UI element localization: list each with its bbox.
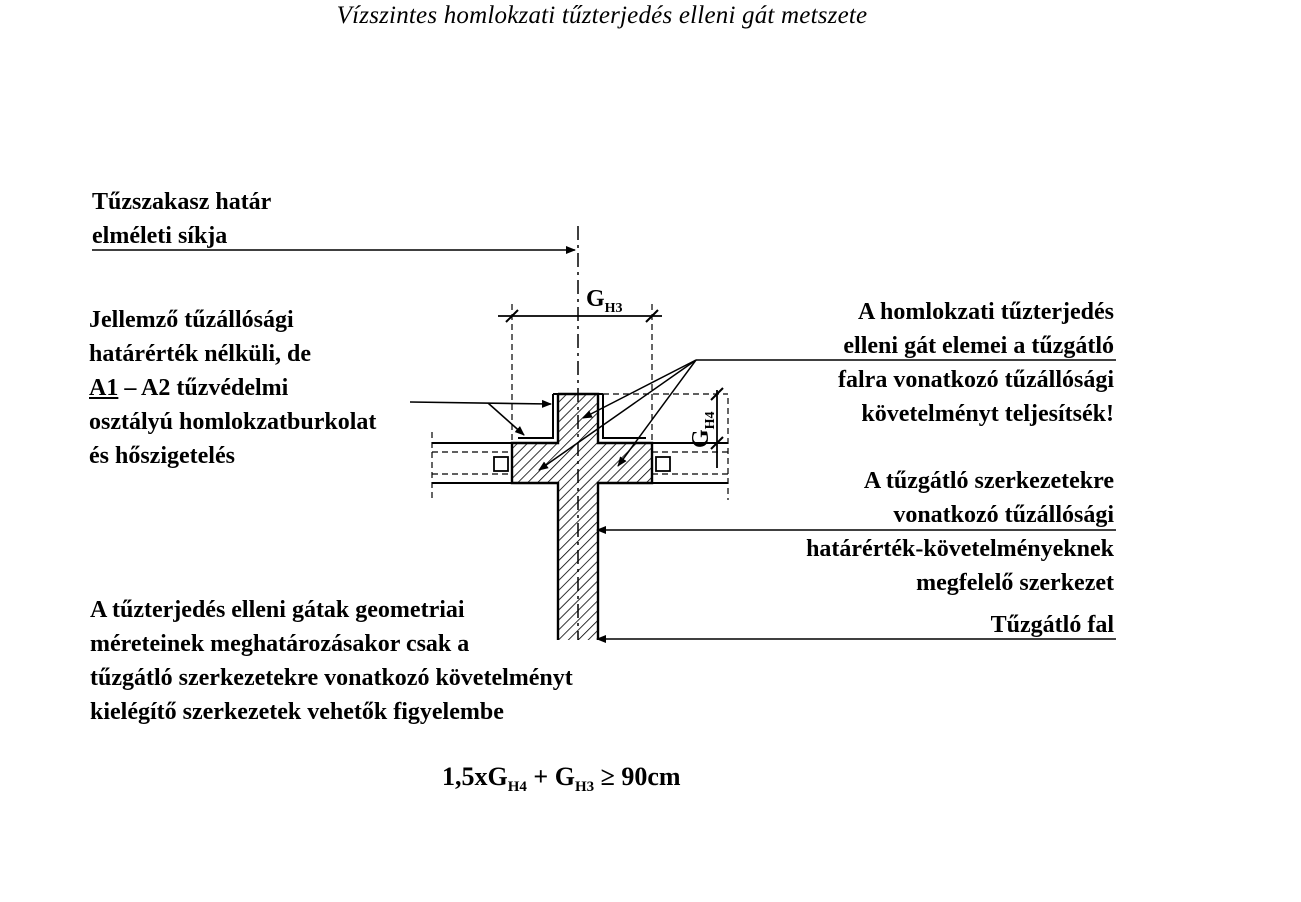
gh4-dimension-line	[603, 387, 728, 468]
diagram-title: Vízszintes homlokzati tűzterjedés elleni…	[336, 2, 868, 29]
fire-structure-label: A tűzgátló szerkezetekre vonatkozó tűzál…	[806, 468, 1114, 596]
gh3-label: GH3	[586, 286, 623, 316]
geometry-note: A tűzterjedés elleni gátak geometriai mé…	[90, 597, 573, 725]
formula: 1,5xGH4 + GH3 ≥ 90cm	[442, 762, 681, 796]
facade-cladding-right	[652, 398, 729, 500]
fire-wall-label: Tűzgátló fal	[990, 612, 1114, 638]
cladding-leader	[409, 399, 552, 436]
cladding-label: Jellemző tűzállósági határérték nélküli,…	[89, 307, 377, 469]
gh4-label: GH4	[688, 411, 718, 448]
facade-cladding-left	[431, 432, 512, 500]
elements-leader	[538, 359, 1116, 471]
gh3-dimension-line	[498, 304, 662, 443]
boundary-plane-label: Tűzszakasz határ elméleti síkja	[92, 189, 272, 249]
barrier-elements-label: A homlokzati tűzterjedés elleni gát elem…	[838, 299, 1114, 427]
